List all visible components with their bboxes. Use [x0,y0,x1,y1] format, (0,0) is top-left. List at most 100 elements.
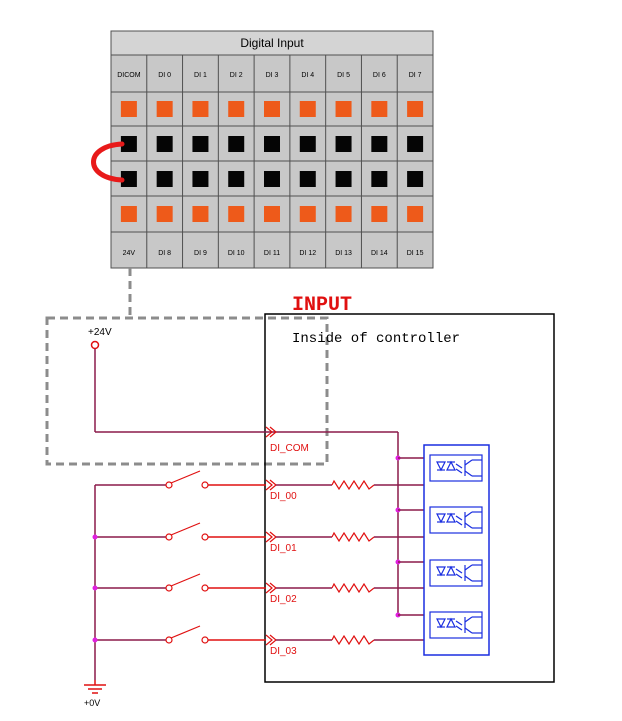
wire-pin [228,171,245,187]
terminal-label-bottom: DI 15 [407,250,424,257]
screw-terminal [371,101,388,117]
screw-terminal [407,206,424,222]
section-title: INPUT [292,294,352,317]
wire-pin [407,136,424,152]
terminal-label-bottom: 24V [123,250,136,257]
optocoupler-icon [429,559,483,587]
wire-pin [407,171,424,187]
switch-contact [165,533,173,541]
screw-terminal [264,206,280,222]
input-label: DI_01 [270,543,297,554]
switch-contact [165,584,173,592]
dashed-box [45,316,329,466]
terminal-pins [120,101,424,222]
input-row: DI_00 [95,470,424,502]
switch-contact [201,584,209,592]
input-connector-icon [265,634,277,646]
switch-lever [170,522,201,536]
switch-lever [170,625,201,639]
terminal-label-bottom: DI 9 [194,250,207,257]
input-connector-icon [265,582,277,594]
input-label: DI_03 [270,646,297,657]
wire-pin [371,171,388,187]
optocoupler-icon [429,454,483,482]
terminal-label-top: DI 6 [373,72,386,79]
terminal-label-top: DI 7 [409,72,422,79]
wire-pin [371,136,388,152]
screw-terminal [335,101,352,117]
screw-terminal [299,206,316,222]
resistor-icon [331,582,375,594]
dicom-jumper-wire [91,141,125,183]
supply-label: +24V [88,327,112,338]
screw-terminal [120,101,137,117]
resistor-icon [331,531,375,543]
terminal-label-top: DI 4 [301,72,314,79]
screw-terminal [192,206,209,222]
optocoupler-array [423,444,490,656]
screw-terminal [407,101,424,117]
resistor-icon [331,634,375,646]
terminal-grid-lines [111,55,433,268]
switch-contact [165,636,173,644]
wire-pin [335,171,352,187]
com-connector-icon [265,426,277,438]
ground-label: +0V [84,698,100,708]
wire-pin [120,171,137,187]
input-label: DI_00 [270,491,297,502]
terminal-label-bottom: DI 13 [335,250,352,257]
terminal-label-bottom: DI 10 [228,250,245,257]
optocoupler-icon [429,506,483,534]
optocoupler-outline [423,444,490,656]
wire-pin [192,136,209,152]
terminal-label-top: DI 0 [158,72,171,79]
screw-terminal [228,101,245,117]
junction-node [92,534,98,540]
dashed-connection [45,268,329,466]
wire-pin [156,171,173,187]
screw-terminal [156,101,173,117]
input-row: DI_03 [92,625,424,657]
terminal-label-bottom: DI 8 [158,250,171,257]
switch-lever [170,573,201,587]
optocoupler-icon [429,611,483,639]
controller-label: Inside of controller [292,331,460,347]
resistor-icon [331,479,375,491]
switch-contact [165,481,173,489]
input-row: DI_02 [92,573,424,605]
wire-pin [299,171,316,187]
screw-terminal [371,206,388,222]
input-label: DI_02 [270,594,297,605]
wire-pin [192,171,209,187]
terminal-block-header [110,30,434,56]
junction-node [92,585,98,591]
terminal-block-title: Digital Input [240,36,304,50]
terminal-label-top: DI 1 [194,72,207,79]
input-row: DI_01 [92,522,424,554]
switch-contact [201,481,209,489]
screw-terminal [228,206,245,222]
terminal-label-top: DI 2 [230,72,243,79]
wire-pin [228,136,245,152]
screw-terminal [120,206,137,222]
input-connector-icon [265,479,277,491]
switch-lever [170,470,201,484]
screw-terminal [299,101,316,117]
wire-pin [264,136,280,152]
screw-terminal [264,101,280,117]
terminal-label-bottom: DI 14 [371,250,388,257]
wire-pin [156,136,173,152]
terminal-label-top: DICOM [117,72,141,79]
com-label: DI_COM [270,443,309,454]
supply-terminal [90,340,100,350]
terminal-label-bottom: DI 11 [264,250,280,257]
controller-box [264,313,555,683]
screw-terminal [156,206,173,222]
terminal-label-top: DI 5 [337,72,350,79]
screw-terminal [335,206,352,222]
